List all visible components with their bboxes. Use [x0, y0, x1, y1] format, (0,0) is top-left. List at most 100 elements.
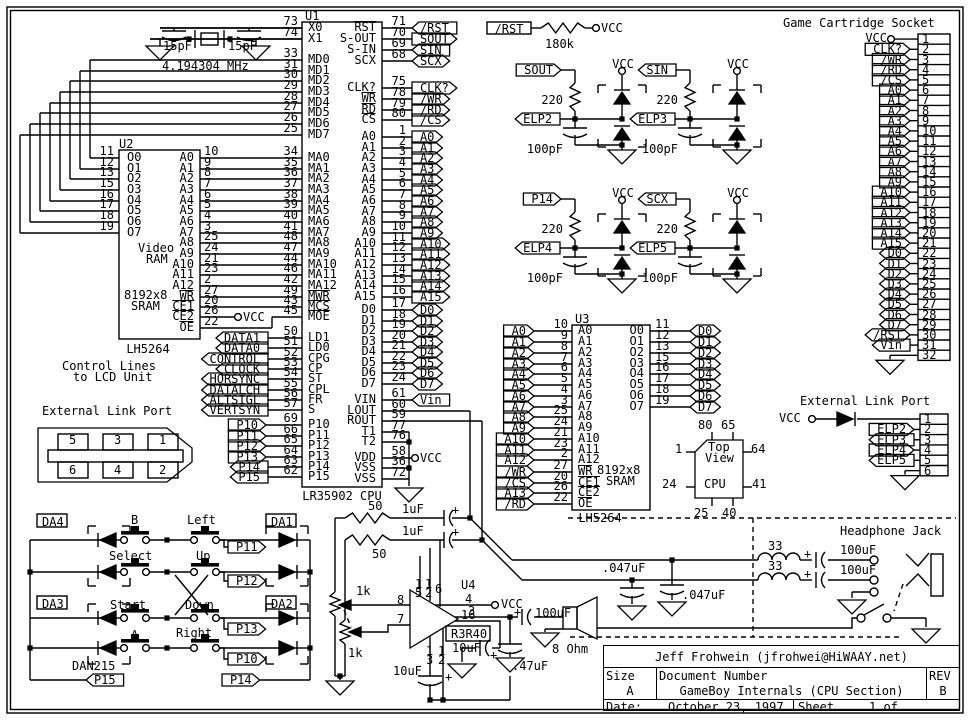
- pin-name: O2: [127, 171, 142, 185]
- pin-number: 26: [283, 110, 298, 124]
- net-flag: A7: [887, 154, 903, 169]
- pin-number: 4: [398, 155, 406, 169]
- rev-label: REV: [929, 669, 951, 683]
- pin-name: A3: [578, 356, 593, 370]
- pin-number: 3: [560, 393, 568, 407]
- free-label: 8192x8: [124, 288, 168, 302]
- vcc-label: VCC: [865, 31, 887, 46]
- pin-number: 49: [283, 283, 298, 297]
- value-label: 100pF: [641, 142, 678, 156]
- pin-number: 27: [204, 283, 219, 297]
- pin-number: 75: [391, 74, 406, 88]
- pin-name: CPL: [308, 382, 330, 396]
- pin-name: A3: [179, 182, 194, 196]
- free-label: 7: [397, 612, 405, 626]
- free-label: 2: [425, 586, 433, 600]
- free-label: External Link Port: [800, 394, 931, 408]
- net-flag: P13: [236, 450, 259, 464]
- pin-number: 44: [283, 251, 298, 265]
- pin-number: 2: [560, 446, 568, 460]
- pin-name: CS: [361, 112, 376, 126]
- pin-name: A7: [179, 225, 194, 239]
- net-flag: A6: [887, 144, 903, 159]
- net-flag: A4: [511, 367, 527, 381]
- title-block-rev-cell: REV B: [927, 668, 959, 699]
- free-label: VCC: [243, 310, 265, 324]
- free-label: CPU: [704, 477, 726, 491]
- net-flag: /RD: [504, 497, 527, 511]
- net-flag: ELP2: [877, 422, 907, 437]
- free-label: 3: [426, 653, 434, 667]
- pin-name: CP: [308, 361, 323, 375]
- free-label: 2: [438, 653, 446, 667]
- net-flag: A5: [511, 378, 527, 392]
- free-label: Game Cartridge Socket: [783, 16, 935, 30]
- value-label: 220: [656, 222, 678, 236]
- pin-number: 6: [204, 187, 212, 201]
- pin-number: 21: [391, 338, 406, 352]
- pin-name: VSS: [354, 460, 376, 474]
- net-flag: P10: [236, 418, 259, 432]
- pin-number: 72: [391, 465, 406, 479]
- net-flag: A14: [419, 279, 442, 293]
- socket-pin-number: 5: [922, 72, 930, 87]
- net-flag: A10: [419, 237, 442, 251]
- pin-number: 19: [99, 219, 114, 233]
- pin-name: O4: [629, 366, 644, 380]
- pin-name: MA3: [308, 182, 330, 196]
- pin-name: A8: [179, 235, 194, 249]
- pin-number: 5: [560, 371, 568, 385]
- net-flag: A8: [887, 164, 903, 179]
- vcc-label: VCC: [727, 57, 749, 71]
- free-label: 65: [721, 418, 736, 432]
- net-flag: Vin: [419, 393, 442, 407]
- free-label: 15pF: [228, 39, 257, 53]
- pin-number: 15: [99, 176, 114, 190]
- pin-name: A15: [354, 289, 376, 303]
- pin-name: D6: [361, 365, 376, 379]
- pin-number: 25: [204, 229, 219, 243]
- pin-name: O1: [629, 334, 644, 348]
- pin-number: 9: [204, 155, 212, 169]
- pin-number: 27: [283, 99, 298, 113]
- pin-name: MD3: [308, 84, 330, 98]
- pin-number: 23: [553, 436, 568, 450]
- net-flag: CONTROL: [209, 352, 261, 366]
- socket-pin-number: 27: [922, 297, 937, 312]
- pin-name: MA12: [308, 278, 337, 292]
- net-flag: ELP3: [877, 432, 907, 447]
- socket-pin-number: 8: [922, 103, 930, 118]
- pin-number: 8: [204, 165, 212, 179]
- net-flag: A7: [419, 205, 435, 219]
- socket-pin-number: 12: [922, 144, 937, 159]
- pin-number: 33: [283, 46, 298, 60]
- net-flag: /RST: [873, 327, 903, 342]
- free-label: +: [452, 503, 460, 517]
- pin-name: D3: [361, 334, 376, 348]
- pin-number: 20: [391, 328, 406, 342]
- pin-number: 3: [204, 219, 212, 233]
- pin-number: 2: [398, 134, 406, 148]
- pin-name: MA8: [308, 235, 330, 249]
- net-flag: A0: [419, 130, 435, 144]
- pin-name: CE2: [172, 309, 194, 323]
- doc-number-label: Document Number: [659, 669, 768, 683]
- pin-name: A12: [578, 452, 600, 466]
- pin-number: 8: [560, 339, 568, 353]
- free-label: 8: [397, 593, 405, 607]
- net-flag: D0: [887, 246, 903, 261]
- pin-name: SCX: [354, 53, 376, 67]
- pin-name: O5: [127, 203, 142, 217]
- pin-number: 11: [655, 317, 670, 331]
- pin-name: MA5: [308, 203, 330, 217]
- socket-pin-number: 4: [924, 443, 932, 458]
- free-label: 10uF: [393, 664, 422, 678]
- value-label: 100pF: [526, 142, 563, 156]
- pin-number: 21: [553, 425, 568, 439]
- pin-name: A6: [361, 193, 376, 207]
- net-flag: A4: [887, 123, 903, 138]
- net-flag: D2: [697, 346, 713, 360]
- pin-name: OE: [179, 320, 194, 334]
- net-flag: A6: [511, 389, 527, 403]
